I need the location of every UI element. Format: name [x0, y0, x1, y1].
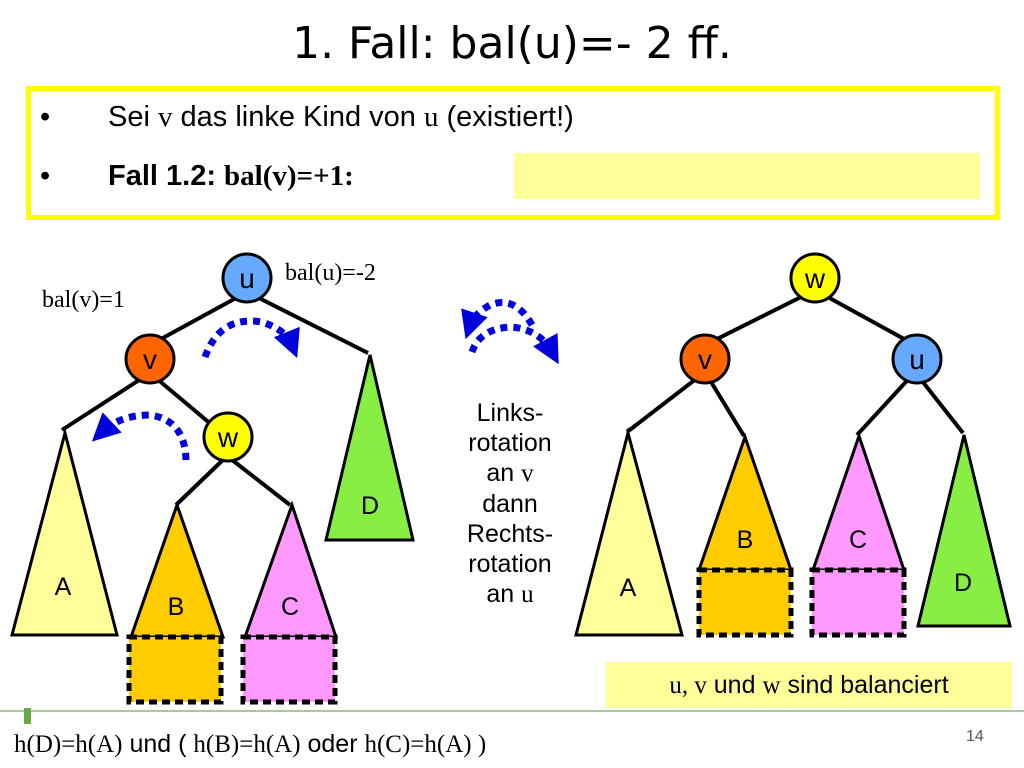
rotation-line-3: an v: [448, 458, 572, 489]
balanced-note: u, v und w sind balanciert: [606, 662, 1012, 708]
rotation-var-u: u: [521, 581, 534, 608]
edge-v-A-right: [625, 370, 707, 434]
rotation-line-2: rotation: [468, 429, 552, 457]
node-w-left-label: w: [217, 422, 239, 453]
note-w: w: [762, 672, 781, 699]
rotation-line-6: rotation: [468, 550, 552, 578]
footer-f3: h(B)=h(A): [193, 731, 301, 758]
rotation-line-1: Links-: [476, 399, 544, 427]
label-C-right: C: [849, 526, 867, 554]
footer-f1: h(D)=h(A): [14, 731, 123, 758]
rotation-line-7: an u: [448, 579, 572, 610]
node-w-right-label: w: [804, 263, 826, 294]
footer-condition: h(D)=h(A) und ( h(B)=h(A) oder h(C)=h(A)…: [14, 728, 486, 761]
extra-level-C-left: [240, 634, 338, 705]
footer-accent: [24, 708, 31, 724]
note-vars: u, v: [669, 672, 707, 699]
node-v-left-label: v: [143, 344, 157, 375]
subtree-A-right: [574, 427, 684, 637]
node-v-left: [124, 333, 176, 385]
case-label: Fall 1.2:: [108, 160, 225, 192]
rotation-var-v: v: [521, 460, 534, 487]
label-B-left: B: [168, 593, 185, 621]
bullet-1-mid: das linke Kind von: [172, 101, 424, 133]
node-u-left-label: u: [239, 263, 255, 294]
bullet-2-text: Fall 1.2: bal(v)=+1:: [108, 158, 354, 194]
rotation-line-5: Rechts-: [466, 520, 554, 548]
double-rotation-left-arrow-icon: [461, 299, 536, 340]
note-und: und: [706, 671, 763, 699]
edge-w-C: [225, 454, 292, 507]
subtree-A-left: [10, 427, 119, 637]
label-D-right: D: [954, 569, 972, 597]
edge-u-D: [246, 290, 369, 355]
note-rest: sind balanciert: [780, 671, 949, 699]
bullet-1-post: (existiert!): [438, 101, 574, 133]
footer-f4: oder: [300, 730, 365, 758]
label-D-left: D: [361, 492, 379, 520]
page-number: 14: [966, 728, 984, 745]
node-v-right: [679, 333, 731, 385]
edge-v-A: [60, 371, 152, 432]
node-u-right-label: u: [909, 344, 925, 375]
label-B-right: B: [737, 526, 754, 554]
node-w-left: [202, 411, 254, 463]
node-u-right: [891, 333, 943, 385]
double-rotation-right-arrow-icon: [468, 323, 559, 365]
rotation-arrow-left-icon: [91, 411, 190, 461]
var-u: u: [423, 101, 439, 133]
case-formula: bal(v)=+1:: [224, 160, 354, 192]
bullet-symbol: •: [40, 160, 51, 192]
left-tree: [60, 290, 369, 507]
node-u-left: [221, 252, 273, 304]
footer-divider: [0, 710, 1024, 712]
extra-level-C-right: [809, 567, 907, 638]
node-v-right-label: v: [698, 344, 712, 375]
edge-u-v: [149, 290, 248, 347]
rotation-arrow-right-icon: [201, 317, 300, 359]
hidden-answer-box: [514, 153, 980, 199]
bullet-symbol: •: [40, 101, 51, 133]
bullet-1-pre: Sei: [108, 101, 158, 133]
node-w-right: [789, 252, 841, 304]
bal-u-label: bal(u)=-2: [285, 260, 376, 286]
subtree-D-right: [916, 434, 1012, 628]
rotation-description: Links- rotation an v dann Rechts- rotati…: [448, 398, 572, 610]
bullet-1-text: Sei v das linke Kind von u (existiert!): [108, 99, 574, 135]
label-A-right: A: [620, 574, 637, 602]
edge-w-u: [814, 288, 916, 347]
footer-f5: h(C)=h(A) ): [364, 731, 487, 758]
var-v: v: [157, 101, 173, 133]
rotation-line-4: dann: [482, 490, 538, 518]
subtree-D-left: [324, 354, 415, 542]
edge-u-C-right: [855, 370, 917, 437]
rotation-line-7-pre: an: [486, 580, 522, 608]
label-C-left: C: [281, 593, 299, 621]
label-A-left: A: [55, 573, 72, 601]
edge-w-v: [704, 288, 816, 347]
footer-f2: und (: [122, 730, 194, 758]
edge-w-B: [174, 454, 229, 507]
rotation-line-3-pre: an: [486, 459, 522, 487]
extra-level-B-right: [696, 567, 794, 638]
slide-title: 1. Fall: bal(u)=- 2 ff.: [292, 18, 732, 69]
extra-level-B-left: [126, 634, 224, 705]
bal-v-label: bal(v)=1: [42, 287, 125, 313]
